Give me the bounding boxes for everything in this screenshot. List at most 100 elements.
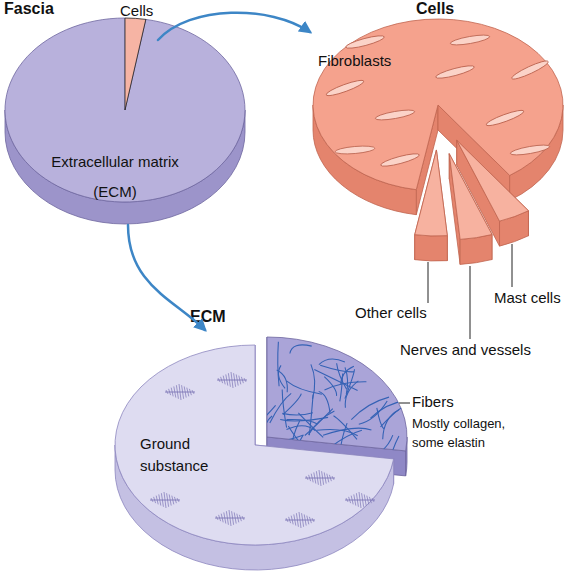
fiber-strand	[280, 417, 328, 421]
cluster-hair	[242, 516, 244, 520]
fiber-strand	[340, 374, 343, 402]
fibroblast-cell	[435, 63, 475, 80]
cluster-hair	[189, 389, 191, 395]
cluster-hair	[187, 388, 189, 397]
pie-node: Cells	[108, 0, 158, 120]
pie-label: Extracellular matrix (ECM)	[40, 147, 190, 207]
pie-node: Ground substance	[115, 345, 270, 545]
fiber-strand	[377, 435, 393, 455]
cluster-hair	[156, 496, 158, 505]
cluster-hair	[294, 514, 296, 525]
cluster-hair	[172, 496, 174, 505]
fiber-strand	[290, 345, 312, 354]
cluster-hair	[151, 498, 153, 502]
cluster-hair	[184, 386, 186, 397]
fiber-strand	[383, 410, 399, 440]
pie-shape	[310, 0, 566, 275]
cluster-hair	[229, 510, 231, 526]
fibroblast-cell	[345, 33, 385, 50]
cluster-hair	[221, 377, 223, 383]
cluster-hair	[159, 494, 161, 505]
fiber-strand	[262, 435, 303, 442]
cluster-hair	[314, 472, 316, 483]
cluster-hair	[299, 512, 301, 528]
fiber-strand	[287, 426, 316, 431]
cluster-hair	[239, 515, 241, 521]
cluster-hair	[241, 377, 243, 383]
cluster-hair	[372, 498, 374, 502]
ground-slice-top	[115, 345, 394, 545]
cluster-hair	[164, 492, 166, 508]
ground-cluster	[285, 512, 315, 528]
cluster-hair	[166, 390, 168, 394]
cluster-hair	[182, 385, 184, 399]
cluster-hair	[312, 518, 314, 522]
fiber-strand	[270, 393, 291, 423]
fibroblast-cell	[485, 108, 525, 128]
fiber-strand	[345, 367, 348, 393]
cluster-hair	[322, 471, 324, 485]
ground-cluster	[217, 372, 247, 388]
cluster-hair	[218, 378, 220, 382]
fibroblast-cell	[375, 108, 416, 122]
cluster-hair	[309, 475, 311, 481]
cluster-hair	[224, 512, 226, 523]
fiber-strand	[319, 392, 330, 413]
cluster-hair	[324, 472, 326, 483]
cluster-hair	[192, 390, 194, 394]
fiber-strand	[319, 359, 345, 365]
ground-cluster	[165, 384, 195, 400]
fibers-slice-top	[267, 337, 407, 451]
cluster-hair	[167, 493, 169, 507]
pie-node: ECMGround substanceFibersMostly collagen…	[110, 330, 420, 575]
pie-heading: Fascia	[4, 0, 94, 18]
curved-arrow	[158, 13, 310, 40]
cluster-hair	[244, 378, 246, 382]
cluster-hair	[296, 513, 298, 527]
fiber-strand	[286, 381, 322, 394]
cluster-hair	[359, 492, 361, 508]
cluster-hair	[219, 515, 221, 521]
cluster-hair	[226, 374, 228, 385]
fibroblast-cell	[510, 58, 549, 81]
cluster-hair	[171, 388, 173, 397]
pie-label: Mostly collagen, some elastin	[412, 414, 527, 452]
cluster-hair	[354, 494, 356, 505]
slice-label: Nerves and vessels	[400, 341, 566, 358]
cluster-hair	[221, 514, 223, 523]
fibroblast-cell	[325, 78, 365, 98]
curved-arrow	[128, 225, 205, 330]
cluster-hair	[327, 474, 329, 483]
fiber-strand	[282, 390, 286, 428]
cluster-hair	[369, 497, 371, 503]
fibroblast-cell	[450, 33, 491, 47]
fibroblast-cell	[335, 145, 375, 155]
pie-shape	[110, 330, 420, 575]
fiber-strand	[311, 364, 315, 399]
leader-line	[399, 403, 410, 404]
slice-label: Mast cells	[494, 289, 566, 306]
cluster-hair	[176, 385, 178, 399]
ground-cluster	[150, 492, 180, 508]
cluster-hair	[356, 493, 358, 507]
pie-label: Fibroblasts	[318, 52, 418, 69]
fiber-strand	[334, 416, 358, 440]
fibroblast-cell	[380, 151, 420, 168]
fiber-strand	[325, 382, 367, 390]
cluster-hair	[174, 497, 176, 503]
cluster-hair	[302, 513, 304, 527]
pie-label: Ground substance	[140, 433, 240, 477]
cluster-hair	[231, 372, 233, 388]
cell-slice-top	[449, 154, 492, 240]
cluster-hair	[286, 518, 288, 522]
cluster-hair	[237, 514, 239, 523]
cluster-hair	[332, 476, 334, 480]
cluster-hair	[179, 384, 181, 400]
fiber-strand	[377, 408, 384, 429]
cluster-hair	[289, 517, 291, 523]
cluster-hair	[228, 373, 230, 387]
cluster-hair	[154, 497, 156, 503]
cluster-hair	[234, 512, 236, 523]
